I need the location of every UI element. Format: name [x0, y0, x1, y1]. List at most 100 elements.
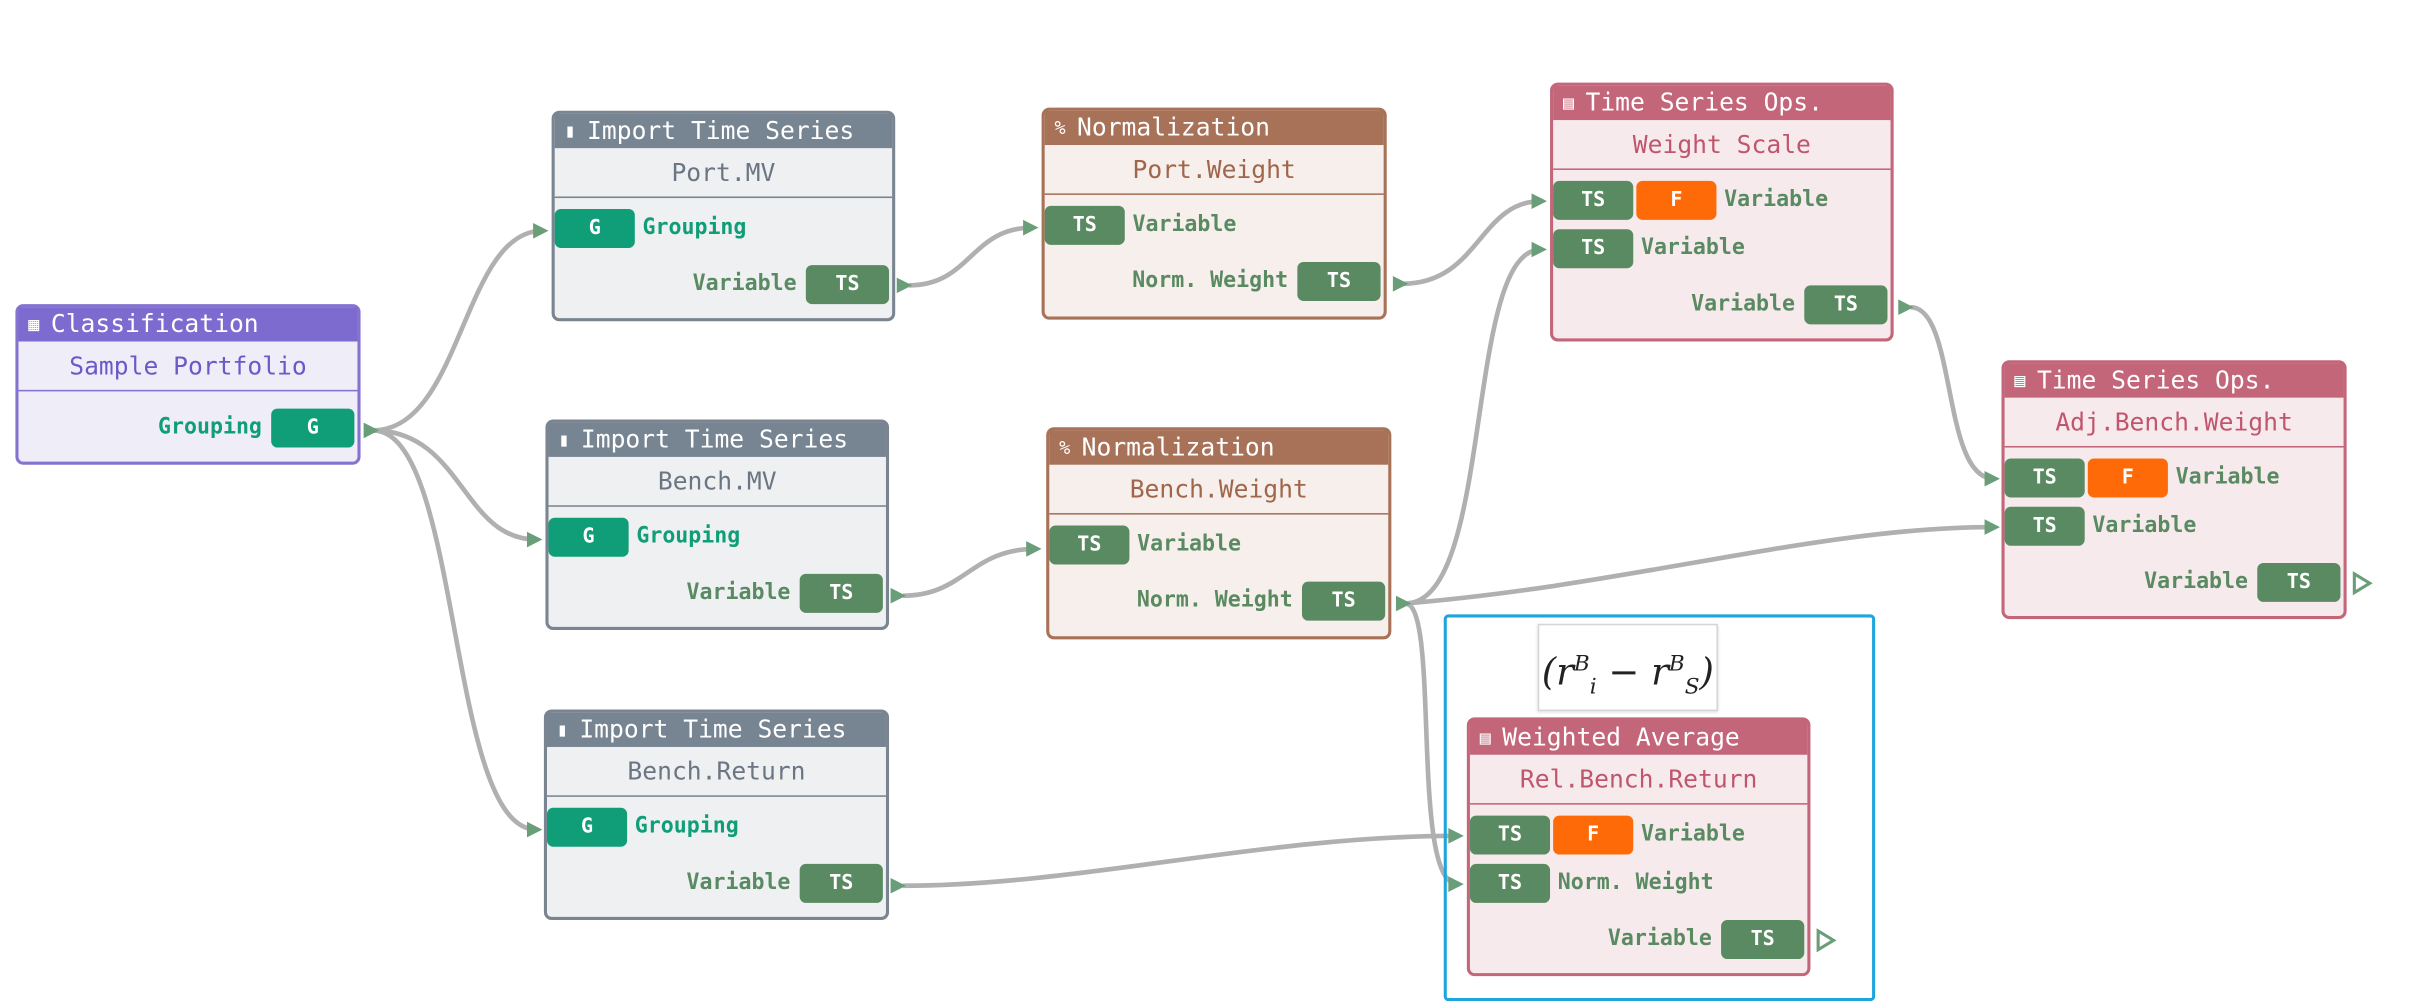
node-title: Import Time Series: [579, 714, 847, 744]
port-label: Grouping: [158, 414, 262, 440]
node-title: Time Series Ops.: [2036, 364, 2275, 395]
port-label: Variable: [1640, 821, 1745, 847]
bar-chart-icon: ▮: [564, 120, 576, 142]
output-port-variable[interactable]: TS: [1721, 920, 1805, 960]
node-header[interactable]: ▤ Time Series Ops.: [1553, 85, 1891, 121]
output-port-variable[interactable]: TS: [799, 863, 883, 903]
node-name: Adj.Bench.Weight: [2004, 398, 2344, 448]
node-name: Sample Portfolio: [18, 342, 358, 392]
bar-chart-icon: ▮: [558, 428, 570, 451]
node-name: Bench.Return: [546, 747, 886, 797]
input-port-variable-2[interactable]: TS: [1553, 229, 1634, 269]
node-header[interactable]: ▤ Weighted Average: [1469, 720, 1808, 755]
port-label: Variable: [1137, 531, 1242, 557]
port-label: Variable: [2175, 464, 2280, 490]
node-name: Bench.Weight: [1049, 465, 1389, 515]
node-name: Weight Scale: [1553, 120, 1891, 170]
node-weighted-average[interactable]: ▤Weighted Average Rel.Bench.Return TS F …: [1466, 717, 1811, 977]
node-normalization-bench[interactable]: %Normalization Bench.Weight TS Variable …: [1046, 427, 1392, 640]
port-label: Variable: [692, 271, 797, 297]
output-port-variable[interactable]: TS: [1804, 285, 1888, 325]
grid-icon: ▦: [28, 313, 40, 336]
input-port-variable-1[interactable]: TS: [1469, 815, 1551, 855]
port-label: Grouping: [642, 215, 747, 241]
table-icon: ▤: [2014, 369, 2026, 392]
input-port-f[interactable]: F: [1636, 180, 1717, 220]
node-import-return[interactable]: ▮ Import Time Series Bench.Return G Group…: [543, 709, 890, 921]
port-label: Variable: [1724, 187, 1829, 213]
link-port-to-norm: [909, 225, 1033, 288]
node-classification[interactable]: ▦ Classification Sample Portfolio Groupin…: [15, 304, 361, 465]
output-port-adj: [2352, 571, 2373, 596]
node-import-port[interactable]: ▮ Import Time Series Port.MV G Grouping V…: [551, 110, 896, 322]
percent-icon: %: [1054, 116, 1066, 139]
port-label: Variable: [2092, 513, 2197, 538]
input-port-f[interactable]: F: [2087, 458, 2168, 498]
link-normbench-to-wavg: [1404, 601, 1459, 887]
input-port-grouping[interactable]: G: [548, 517, 629, 557]
link-normport-to-tso1: [1402, 198, 1541, 287]
output-port-variable[interactable]: TS: [2257, 562, 2341, 602]
link-class-to-bench: [372, 428, 537, 542]
node-tso-adj-bench-weight[interactable]: ▤Time Series Ops. Adj.Bench.Weight TS F …: [2001, 360, 2347, 620]
node-title: Normalization: [1081, 431, 1275, 462]
link-return-to-wavg: [902, 833, 1458, 889]
port-label: Norm. Weight: [1136, 587, 1293, 613]
output-port-grouping[interactable]: G: [271, 408, 355, 448]
node-header[interactable]: ▦ Classification: [18, 307, 358, 342]
node-title: Time Series Ops.: [1585, 87, 1823, 117]
table-icon: ▤: [1562, 92, 1575, 114]
port-label: Variable: [2144, 569, 2249, 595]
bar-chart-icon: ▮: [556, 718, 568, 741]
formula-tooltip: (rBi − rBS): [1537, 623, 1718, 712]
port-label: Grouping: [634, 814, 739, 839]
input-port-grouping[interactable]: G: [546, 807, 628, 847]
output-port-norm-weight[interactable]: TS: [1297, 261, 1381, 301]
node-name: Port.MV: [554, 148, 893, 199]
node-name: Port.Weight: [1044, 145, 1384, 195]
output-port-norm-weight[interactable]: TS: [1301, 581, 1386, 621]
node-header[interactable]: ▮ Import Time Series: [546, 712, 886, 747]
node-header[interactable]: % Normalization: [1049, 430, 1389, 465]
input-port-variable[interactable]: TS: [1044, 205, 1125, 245]
node-header[interactable]: ▮ Import Time Series: [554, 113, 893, 149]
port-label: Norm. Weight: [1557, 870, 1714, 896]
node-name: Rel.Bench.Return: [1469, 755, 1808, 805]
input-port-variable-2[interactable]: TS: [2004, 506, 2085, 546]
input-port-f[interactable]: F: [1553, 815, 1634, 855]
percent-icon: %: [1059, 436, 1071, 459]
output-port-wavg: [1816, 928, 1837, 953]
node-normalization-port[interactable]: % Normalization Port.Weight TS Variable N…: [1041, 107, 1387, 320]
port-label: Variable: [686, 870, 791, 896]
node-header[interactable]: ▤ Time Series Ops.: [2004, 363, 2344, 398]
input-port-variable-1[interactable]: TS: [2004, 458, 2085, 498]
node-header[interactable]: ▮ Import Time Series: [548, 422, 886, 457]
node-import-bench[interactable]: ▮Import Time Series Bench.MV G Grouping …: [545, 419, 890, 630]
input-port-grouping[interactable]: G: [554, 208, 635, 248]
port-label: Norm. Weight: [1132, 268, 1289, 294]
port-label: Variable: [1640, 235, 1745, 261]
link-class-to-return: [372, 428, 537, 832]
port-label: Variable: [1691, 291, 1796, 317]
node-name: Bench.MV: [548, 457, 886, 507]
link-bench-to-norm: [902, 546, 1036, 599]
input-port-norm-weight[interactable]: TS: [1469, 863, 1551, 903]
node-header[interactable]: % Normalization: [1044, 110, 1384, 146]
node-title: Classification: [50, 308, 259, 339]
port-label: Variable: [1132, 212, 1237, 238]
node-tso-weight-scale[interactable]: ▤ Time Series Ops. Weight Scale TS F Vari…: [1550, 82, 1894, 342]
input-port-variable[interactable]: TS: [1049, 525, 1130, 565]
node-title: Weighted Average: [1502, 722, 1740, 752]
port-label: Variable: [686, 580, 791, 606]
input-port-variable-1[interactable]: TS: [1553, 180, 1634, 220]
node-title: Import Time Series: [580, 424, 849, 454]
port-label: Grouping: [636, 523, 741, 549]
link-normbench-to-tso2: [1405, 247, 1542, 606]
port-label: Variable: [1607, 926, 1712, 952]
output-port-variable[interactable]: TS: [805, 265, 890, 305]
node-title: Import Time Series: [587, 115, 855, 146]
output-port-variable[interactable]: TS: [799, 573, 883, 613]
table-icon: ▤: [1479, 726, 1491, 749]
node-title: Normalization: [1077, 112, 1270, 142]
